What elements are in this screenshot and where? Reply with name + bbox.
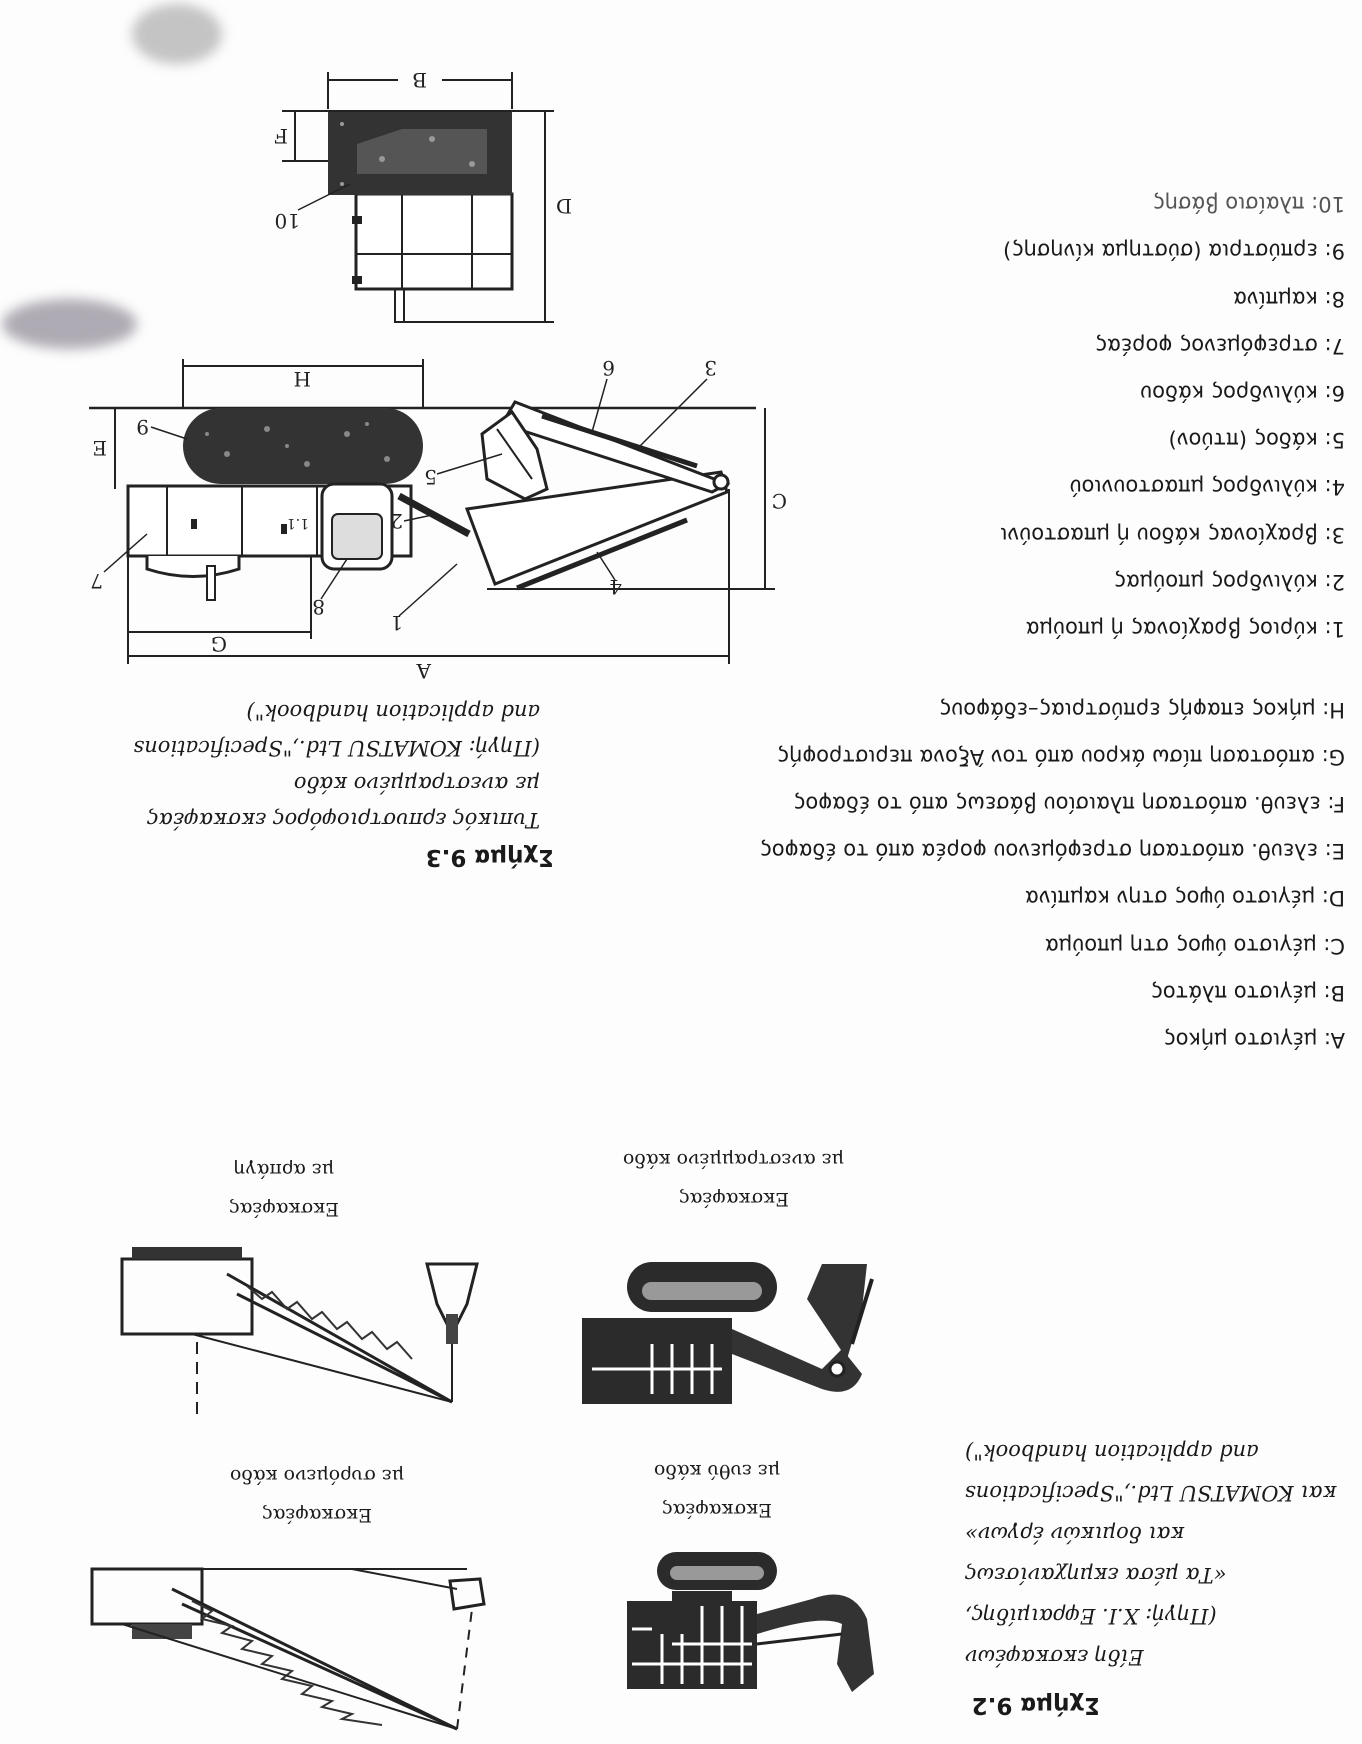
fingerprint-smudge [2,299,137,349]
panel-label-line: Εκσκαφέας [661,1499,773,1521]
caption-line: Είδη εκσκαφέων [965,1645,1144,1669]
panel-label-line: με ανεστραμμένο κάδο [622,1149,844,1171]
caption-line: «Τα μέσα εκμηχανίσεως [965,1563,1227,1587]
boom [464,470,729,586]
straight-bucket-excavator-drawing [627,1552,874,1692]
upper-structure [354,192,514,291]
caption-line: (Πηγή: Χ.Ι. Εφραιμίδης, [965,1604,1217,1628]
excavator-front-view: B D F 10 [274,68,572,323]
panel-label-line: με συρόμενο κάδο [229,1465,405,1487]
dim-label-e: E [92,436,107,460]
legend-item: G: απόσταση πίσω άκρου από τον Άξονα περ… [776,744,1345,769]
caption-line: and application handbook") [246,700,540,724]
caption-line: and application handbook") [965,1440,1259,1464]
legend-item: 10: πλαίσιο βάσης [1152,192,1345,217]
legend-item: 5: κάδος (πτύον) [1168,428,1345,453]
legend-item: B: μέγιστο πλάτος [1150,980,1345,1005]
legend-item: C: μέγιστο ύψος στη μπούμα [1044,933,1345,958]
dimension-lines [282,72,554,323]
caption-line: και KOMATSU Ltd.,"Specifications [965,1481,1337,1505]
part-label-5: 5 [424,465,437,489]
part-label-7: 7 [90,569,103,593]
part-label-6: 6 [602,356,615,380]
part-label-4: 4 [609,575,622,599]
legend-item: E: ελευθ. απόσταση στρεφόμενου φορέα από… [759,839,1345,864]
counterweight [145,556,241,578]
backhoe-label: Εκσκαφέας με ανεστραμμένο κάδο [622,1140,844,1218]
part-label-3: 3 [704,356,717,380]
part-label-8: 8 [312,595,325,619]
caption-line: Τυπικός ερπυστριοφόρος εκσκαφέας [146,808,540,832]
cab-plate: 1.1 [287,515,309,531]
fingerprint-smudge [132,4,222,64]
legend-item: H: μήκος επαφής ερπύστριας–εδάφους [938,697,1345,722]
leader-lines [103,378,708,617]
track-texture [205,422,390,467]
legend-item: F: ελευθ. απόσταση πλαισίου βάσεως από τ… [793,791,1345,816]
panel-label-line: Εκσκαφέας [678,1188,790,1210]
panel-label-line: Εκσκαφέας [228,1198,340,1220]
panel-label-line: με αρπάγη [233,1159,335,1181]
part-label-1: 1 [390,611,403,635]
legend-item: 7: στρεφόμενος φορέας [1094,333,1345,358]
part-label-2: 2 [390,509,403,533]
figure-9-3-caption: Τυπικός ερπυστριοφόρος εκσκαφέας με ανεσ… [133,694,540,838]
legend-item: 2: κύλινδρος μπούμας [1113,569,1345,594]
dim-label-h: H [294,367,311,391]
part-label-9: 9 [136,415,149,439]
caption-line: (Πηγή: KOMATSU Ltd.,"Specifications [133,736,540,760]
legend-item: 9: ερπύστρια (σύστημα κίνησης) [1003,239,1345,264]
legend-item: 4: κύλινδρος μπαστουνιού [1069,475,1345,500]
part-label-10: 10 [275,209,300,233]
dragline-excavator-drawing [90,1567,486,1731]
dragline-label: Εκσκαφέας με συρόμενο κάδο [217,1456,417,1534]
backhoe-excavator-drawing [582,1262,874,1404]
dimensions-legend: A: μέγιστο μήκος B: μέγιστο πλάτος C: μέ… [759,685,1345,1063]
exhaust-pipe [394,288,405,323]
straight-bucket-label: Εκσκαφέας με ευθύ κάδο [617,1451,817,1529]
legend-item: A: μέγιστο μήκος [1163,1028,1345,1052]
arm-cylinder [516,517,688,591]
legend-item: D: μέγιστο ύψος στην καμπίνα [1024,886,1345,911]
crawler-track [183,408,423,484]
figure-9-2-title: Σχήμα 9.2 [971,1692,1100,1718]
legend-item: 8: καμπίνα [1232,286,1345,311]
bucket-cylinder [541,413,698,469]
excavator-side-view: 1.1 A G C E H 1 2 3 4 5 [89,356,787,683]
figure-9-2-caption: Είδη εκσκαφέων (Πηγή: Χ.Ι. Εφραιμίδης, «… [965,1431,1336,1677]
figure-9-3-title: Σχήμα 9.3 [425,844,554,870]
legend-item: 3: βραχίονας κάδου ή μπαστούνι [1000,522,1345,547]
caption-line: με ανεστραμμένο κάδο [293,772,540,796]
dim-label-g: G [211,632,227,656]
dim-label-a: A [416,659,432,683]
caption-line: και δομικών έργων» [965,1522,1185,1546]
panel-label-line: με ευθύ κάδο [653,1460,781,1482]
clamshell-excavator-drawing [120,1247,479,1414]
dim-label-b: B [412,68,427,92]
legend-item: 1: κύριος βραχίονας ή μπούμα [1025,617,1345,641]
legend-item: 6: κύλινδρος κάδου [1140,380,1345,405]
panel-label-line: Εκσκαφέας [261,1504,373,1526]
clamshell-label: Εκσκαφέας με αρπάγη [184,1150,384,1228]
parts-legend: 1: κύριος βραχίονας ή μπούμα 2: κύλινδρο… [1000,180,1345,652]
dim-label-d: D [556,194,572,218]
dim-label-c: C [772,489,787,513]
exhaust-pipe [206,565,216,601]
dim-label-f: F [274,124,288,148]
dimension-lines [114,359,775,664]
